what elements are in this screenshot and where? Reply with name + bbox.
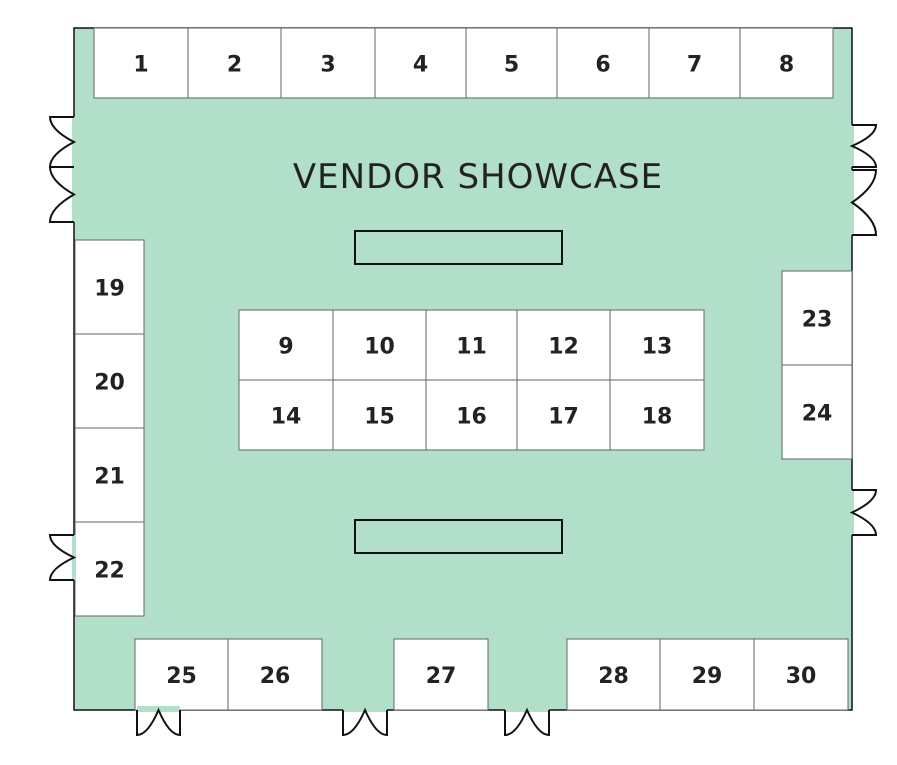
booth-box [465,27,558,99]
booth-number: 24 [802,402,833,427]
booth-number: 17 [548,405,579,430]
booth-box [227,638,323,711]
booth-19[interactable]: 19 [74,239,145,335]
booth-13[interactable]: 13 [609,309,705,381]
booth-number: 13 [642,335,673,360]
booth-box [781,364,853,460]
booth-number: 19 [94,277,125,302]
booth-box [93,27,189,99]
double-door-icon [342,707,388,737]
floor-title: VENDOR SHOWCASE [293,157,663,197]
booth-box [238,379,334,451]
booth-number: 9 [278,335,293,360]
double-door-icon [136,707,181,737]
booth-26[interactable]: 26 [227,638,323,711]
booth-box [374,27,467,99]
booth-box [739,27,834,99]
booth-box [74,333,145,429]
booth-box [609,309,705,381]
booth-number: 11 [456,335,487,360]
booth-12[interactable]: 12 [516,309,611,381]
booth-30[interactable]: 30 [753,638,849,711]
booth-11[interactable]: 11 [425,309,518,381]
booth-number: 3 [320,53,335,78]
double-door-icon [504,707,550,737]
booth-box [659,638,755,711]
booth-number: 30 [786,664,817,689]
booth-box [516,379,611,451]
booth-14[interactable]: 14 [238,379,334,451]
booth-22[interactable]: 22 [74,521,145,617]
booth-18[interactable]: 18 [609,379,705,451]
booth-24[interactable]: 24 [781,364,853,460]
booth-box [781,270,853,366]
booth-2[interactable]: 2 [187,27,282,99]
booth-17[interactable]: 17 [516,379,611,451]
booth-27[interactable]: 27 [393,638,489,711]
booth-9[interactable]: 9 [238,309,334,381]
booth-25[interactable]: 25 [134,638,229,711]
booth-28[interactable]: 28 [566,638,661,711]
booth-box [74,427,145,523]
booth-15[interactable]: 15 [332,379,427,451]
booth-5[interactable]: 5 [465,27,558,99]
booth-box [332,379,427,451]
booth-box [566,638,661,711]
booth-number: 5 [504,53,519,78]
booth-number: 27 [426,664,457,689]
booth-number: 22 [94,559,125,584]
booth-number: 25 [166,664,197,689]
booth-number: 6 [595,53,610,78]
booth-number: 12 [548,335,579,360]
booth-number: 2 [227,53,242,78]
booth-number: 4 [413,53,428,78]
booth-number: 23 [802,308,833,333]
booth-number: 18 [642,405,673,430]
booth-box [74,239,145,335]
booth-21[interactable]: 21 [74,427,145,523]
booth-box [425,309,518,381]
booth-23[interactable]: 23 [781,270,853,366]
double-door-icon [849,489,878,536]
booth-box [516,309,611,381]
double-door-icon [849,124,878,168]
booth-number: 28 [598,664,629,689]
booth-box [753,638,849,711]
booth-20[interactable]: 20 [74,333,145,429]
booth-box [187,27,282,99]
booth-box [609,379,705,451]
booth-number: 10 [364,335,395,360]
booth-3[interactable]: 3 [280,27,376,99]
booth-number: 1 [133,53,148,78]
table-south [354,519,563,554]
booth-number: 16 [456,405,487,430]
double-door-icon [850,169,878,236]
booth-box [393,638,489,711]
booth-number: 7 [687,53,702,78]
booth-box [556,27,650,99]
booth-box [425,379,518,451]
booth-16[interactable]: 16 [425,379,518,451]
booth-box [74,521,145,617]
booth-number: 26 [260,664,291,689]
double-door-icon [48,166,77,223]
booth-7[interactable]: 7 [648,27,741,99]
booth-29[interactable]: 29 [659,638,755,711]
booth-4[interactable]: 4 [374,27,467,99]
booth-8[interactable]: 8 [739,27,834,99]
booth-number: 8 [779,53,794,78]
double-door-icon [48,116,77,168]
booth-number: 20 [94,371,125,396]
booth-number: 15 [364,405,395,430]
double-door-icon [48,534,77,581]
booth-box [280,27,376,99]
table-north [354,230,563,265]
booth-10[interactable]: 10 [332,309,427,381]
booth-number: 21 [94,465,125,490]
booth-6[interactable]: 6 [556,27,650,99]
booth-number: 14 [271,405,302,430]
booth-number: 29 [692,664,723,689]
booth-box [134,638,229,711]
booth-1[interactable]: 1 [93,27,189,99]
